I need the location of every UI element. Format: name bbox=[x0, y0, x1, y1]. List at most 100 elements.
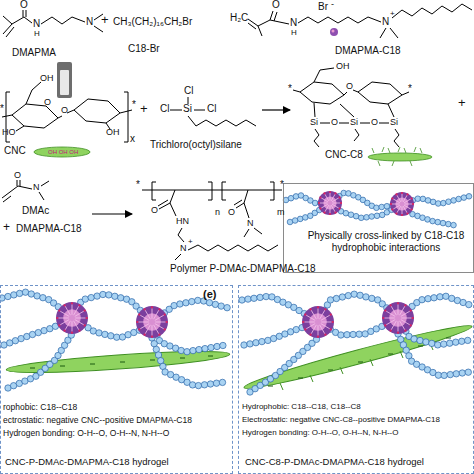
charge-head bbox=[78, 330, 80, 332]
charge-head bbox=[329, 213, 331, 215]
structure-label: OH bbox=[40, 74, 54, 83]
polymer-bead bbox=[202, 345, 208, 351]
structure-label: Si bbox=[183, 104, 192, 114]
polymer-bead bbox=[350, 331, 356, 337]
polymer-bead bbox=[419, 297, 425, 303]
hydrogel-panel: rophobic: C18--C18ectrostatic: negative … bbox=[0, 285, 233, 474]
charge-head bbox=[339, 207, 341, 209]
charge-head bbox=[56, 317, 58, 319]
structure-label: C18-Br bbox=[128, 44, 160, 54]
polymer-chains bbox=[0, 190, 472, 395]
c18-tail bbox=[155, 324, 164, 329]
charge-head bbox=[151, 336, 153, 338]
polymer-bead bbox=[447, 340, 453, 346]
c18-tail bbox=[74, 321, 79, 330]
structure-label: Si bbox=[350, 118, 358, 127]
c18-tail bbox=[332, 198, 339, 202]
c18-tail bbox=[401, 320, 410, 325]
polymer-bead bbox=[183, 300, 189, 306]
charge-head bbox=[339, 196, 341, 198]
polymer-bead bbox=[263, 293, 269, 299]
polymer-bead bbox=[451, 222, 457, 228]
polymer-bead bbox=[241, 342, 247, 348]
structure-label: O bbox=[272, 0, 280, 10]
charge-head bbox=[410, 324, 412, 326]
c18-tail bbox=[155, 322, 165, 323]
charge-head bbox=[391, 197, 393, 199]
polymer-bead bbox=[40, 295, 46, 301]
polymer-bead bbox=[112, 293, 118, 299]
c18-tail bbox=[75, 311, 84, 316]
c18-tail bbox=[75, 318, 85, 319]
structure-label: CNC-C8 bbox=[325, 150, 363, 160]
polymer-bead bbox=[96, 330, 102, 336]
dmapma-bonds bbox=[3, 10, 103, 37]
polymer-bead bbox=[443, 293, 449, 299]
rod-hairs bbox=[372, 147, 422, 166]
charge-head bbox=[330, 328, 332, 330]
structure-label: O bbox=[14, 171, 21, 180]
polymer-bead bbox=[106, 292, 112, 298]
structure-label: * bbox=[0, 104, 4, 114]
polymer-bead bbox=[456, 196, 462, 202]
polymer-bead bbox=[453, 371, 459, 377]
structure-label: N bbox=[86, 17, 93, 27]
polymer-bead bbox=[338, 332, 344, 338]
structure-label: HN bbox=[176, 217, 189, 226]
structure-label: Trichloro(octyl)silane bbox=[150, 140, 242, 150]
charge-head bbox=[329, 191, 331, 193]
polymer-bead bbox=[293, 326, 299, 332]
charge-head bbox=[144, 308, 146, 310]
charge-head bbox=[391, 208, 393, 210]
polymer-bead bbox=[108, 333, 114, 339]
reaction-arrow bbox=[262, 109, 290, 110]
polymer-bead bbox=[437, 294, 443, 300]
polymer-bead bbox=[114, 334, 120, 340]
c18-tail bbox=[320, 203, 328, 204]
polymer-bead bbox=[219, 379, 225, 385]
structure-label: N bbox=[290, 18, 297, 28]
charge-head bbox=[412, 317, 414, 319]
charge-head bbox=[390, 203, 392, 205]
c18-tail bbox=[60, 320, 69, 325]
charge-head bbox=[166, 321, 168, 323]
c18-tail bbox=[332, 203, 340, 204]
c18-tail bbox=[404, 199, 411, 203]
polymer-bead bbox=[423, 339, 429, 345]
charge-head bbox=[397, 332, 399, 334]
charge-head bbox=[319, 207, 321, 209]
structure-label: O bbox=[228, 208, 235, 217]
polymer-bead bbox=[297, 216, 303, 222]
polymer-bead bbox=[94, 293, 100, 299]
c18-tail bbox=[386, 320, 395, 325]
structure-label: Cl bbox=[160, 104, 169, 114]
c18-tail bbox=[330, 193, 331, 201]
charge-head bbox=[319, 196, 321, 198]
polymer-bead bbox=[100, 291, 106, 297]
polymer-bead bbox=[207, 381, 213, 387]
charge-head bbox=[304, 314, 306, 316]
vial-liquid bbox=[60, 70, 69, 95]
c18-tail bbox=[306, 315, 315, 320]
polymer-bead bbox=[364, 215, 370, 221]
polymer-bead bbox=[212, 301, 218, 307]
polymer-bead bbox=[218, 303, 224, 309]
polymer-bead bbox=[358, 215, 364, 221]
structure-label: + bbox=[188, 238, 193, 246]
structure-label: x bbox=[130, 134, 135, 144]
structure-label: O bbox=[20, 0, 28, 10]
c18-tail bbox=[152, 325, 153, 335]
structure-label: DMAPMA-C18 bbox=[16, 224, 82, 234]
polymer-bead bbox=[441, 372, 447, 378]
text-backing bbox=[1, 398, 230, 450]
reaction-arrow bbox=[92, 213, 132, 214]
polymer-bonds bbox=[142, 182, 282, 260]
charge-head bbox=[332, 321, 334, 323]
structure-label: N bbox=[180, 244, 187, 253]
structure-label: O bbox=[151, 206, 158, 215]
structure-label: * bbox=[288, 84, 292, 94]
charge-head bbox=[404, 304, 406, 306]
charge-head bbox=[78, 304, 80, 306]
structure-label: Cl bbox=[184, 86, 193, 96]
structure-label: Cl bbox=[207, 104, 216, 114]
